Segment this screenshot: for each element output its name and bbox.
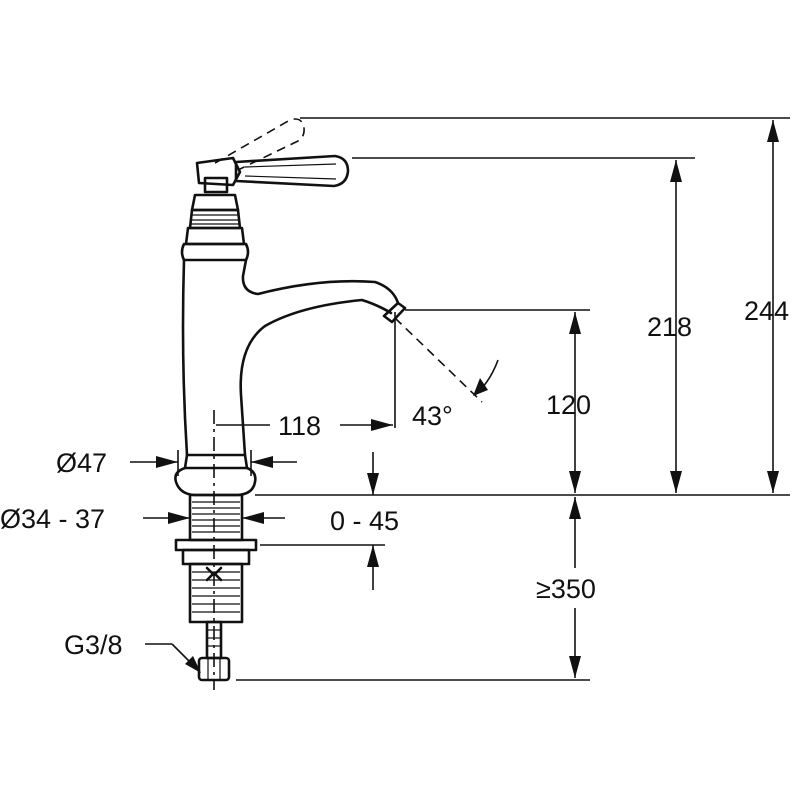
faucet-outline [175, 119, 405, 690]
dimension-218: 218 [647, 160, 692, 493]
label-body-diameter: Ø47 [56, 448, 107, 478]
dimension-120: 120 [546, 312, 591, 493]
extension-lines [236, 118, 790, 680]
label-connection-thread: G3/8 [64, 630, 123, 660]
dimension-deck-thickness: 0 - 45 [330, 452, 399, 590]
label-hole-diameter: Ø34 - 37 [0, 504, 105, 534]
thread-callout: G3/8 [64, 630, 201, 673]
label-height-total: 244 [744, 296, 789, 326]
label-spout-reach: 118 [278, 411, 321, 441]
nut-lines [192, 572, 240, 612]
label-height-handle: 218 [647, 312, 692, 342]
label-spray-angle: 43° [412, 401, 453, 431]
label-hose-length: ≥350 [536, 574, 596, 604]
label-height-spout: 120 [546, 390, 591, 420]
thread-lines [192, 502, 240, 532]
dimension-244: 244 [744, 120, 789, 493]
label-deck-thickness: 0 - 45 [330, 506, 399, 536]
dimension-350: ≥350 [530, 497, 620, 678]
